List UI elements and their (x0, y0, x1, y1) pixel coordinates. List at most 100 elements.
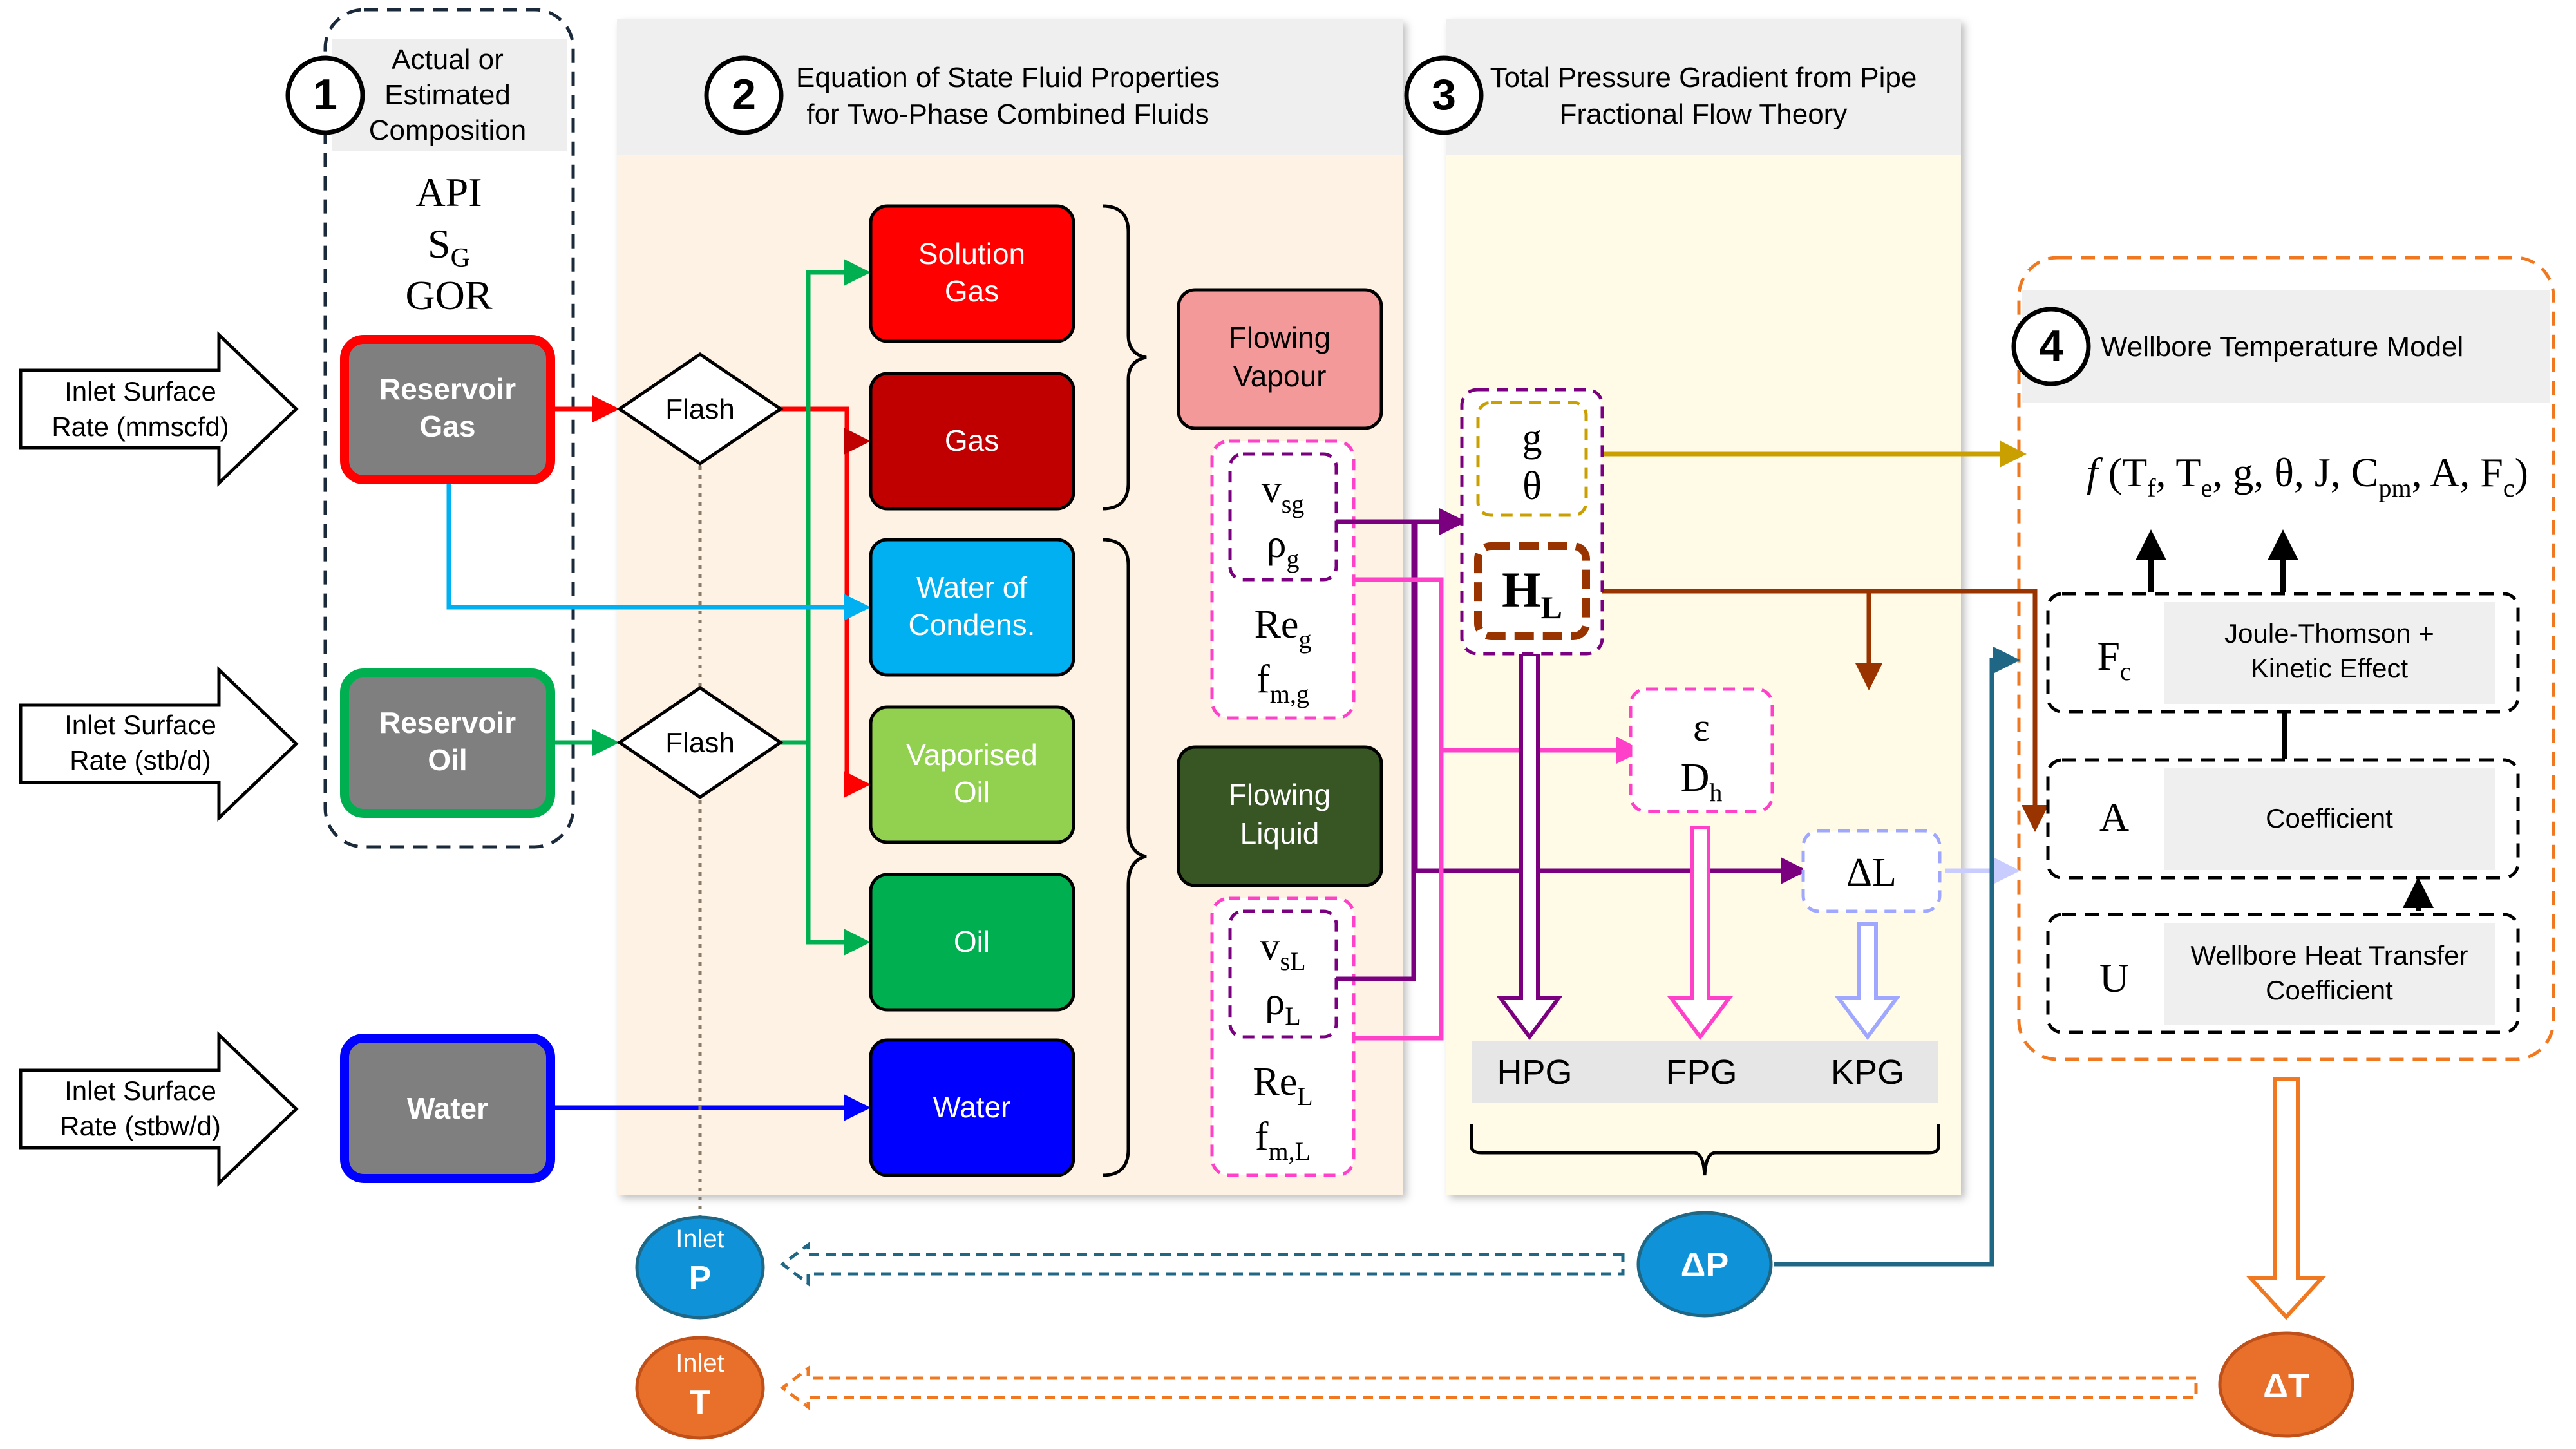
kpg-label: KPG (1831, 1053, 1904, 1092)
temperature-to-dt-arrow (2246, 1077, 2326, 1320)
hollow-arrow-hpg (1497, 652, 1562, 1040)
section3-header-line2: Fractional Flow Theory (1560, 99, 1848, 130)
reservoir-oil-line2: Oil (428, 743, 467, 777)
a-desc: Coefficient (2266, 803, 2393, 833)
inlet-oil-rate-line2: Rate (stb/d) (70, 745, 211, 775)
water-condens-line1: Water of (916, 571, 1027, 604)
liquid-properties-group: vsL ρL ReL fm,L (1210, 896, 1356, 1177)
inlet-oil-rate-line1: Inlet Surface (64, 710, 216, 740)
reservoir-oil-box: Reservoir Oil (340, 668, 555, 818)
dp-to-fc-connector (1774, 647, 2020, 1267)
flowing-vapour-line2: Vapour (1233, 359, 1327, 393)
flash-gas-label: Flash (665, 393, 735, 425)
vaporised-oil-line2: Oil (954, 775, 990, 809)
inlet-p-node[interactable]: Inlet P (635, 1215, 765, 1320)
delta-p-node[interactable]: ΔP (1636, 1211, 1773, 1318)
inlet-gas-rate-line2: Rate (mmscfd) (52, 412, 229, 442)
connectors-flash (446, 259, 871, 1249)
flash-oil-label: Flash (665, 727, 735, 759)
solution-gas-line2: Gas (945, 274, 999, 308)
inlet-water-rate-arrow: Inlet Surface Rate (stbw/d) (19, 1031, 299, 1187)
g-theta-group: g θ HL (1460, 388, 1604, 656)
rho-g-label: ρg (1267, 522, 1300, 573)
flowing-vapour-box: Flowing Vapour (1177, 288, 1383, 430)
inlet-t-node[interactable]: Inlet T (635, 1336, 765, 1440)
vaporised-oil-box: Vaporised Oil (869, 705, 1075, 844)
gas-box: Gas (869, 372, 1075, 511)
inlet-p-main: P (689, 1260, 712, 1297)
fc-label: Fc (2097, 633, 2131, 686)
u-desc-line1: Wellbore Heat Transfer (2190, 940, 2468, 971)
inlet-t-main: T (690, 1384, 710, 1421)
section1-number-badge (285, 55, 365, 135)
dp-to-inlet-p-arrow (779, 1242, 1625, 1287)
a-label: A (2099, 794, 2129, 840)
delta-l-label: ΔL (1846, 851, 1897, 895)
flash-oil-diamond: Flash (616, 685, 784, 800)
hollow-arrow-kpg (1835, 922, 1900, 1040)
fc-desc-line1: Joule-Thomson + (2224, 618, 2434, 649)
section1-header-line1: Actual or (392, 44, 504, 75)
reservoir-gas-line1: Reservoir (379, 372, 516, 406)
section2-number: 2 (732, 70, 756, 119)
water-condens-line2: Condens. (909, 608, 1036, 641)
vaporised-oil-line1: Vaporised (906, 738, 1037, 772)
water-box: Water (869, 1038, 1075, 1177)
section2-number-badge (704, 55, 784, 135)
flowing-liquid-line2: Liquid (1240, 817, 1320, 850)
fc-desc-line2: Kinetic Effect (2251, 653, 2409, 683)
oil-label: Oil (954, 925, 990, 958)
reservoir-water-box: Water (340, 1034, 555, 1183)
section4-header: 4 Wellbore Temperature Model (2011, 307, 2463, 386)
delta-t-node[interactable]: ΔT (2218, 1331, 2354, 1438)
dh-label: Dh (1681, 756, 1723, 807)
water-label: Water (933, 1090, 1011, 1124)
section1-panel (323, 8, 575, 849)
rho-l-label: ρL (1265, 980, 1300, 1030)
delta-p-label: ΔP (1681, 1245, 1729, 1284)
gas-properties-group: vsg ρg Reg fm,g (1210, 439, 1356, 720)
re-g-label: Reg (1255, 603, 1312, 654)
section3-header-line1: Total Pressure Gradient from Pipe (1490, 62, 1917, 93)
section2-header-line1: Equation of State Fluid Properties (796, 62, 1220, 93)
theta-label: θ (1522, 464, 1542, 508)
solution-gas-line1: Solution (918, 237, 1025, 270)
flowing-liquid-box: Flowing Liquid (1177, 745, 1383, 887)
section1-header: 1 Actual or Estimated Composition (285, 44, 527, 146)
fpg-label: FPG (1665, 1053, 1737, 1092)
u-box: U Wellbore Heat Transfer Coefficient (2046, 913, 2520, 1034)
solution-gas-box: Solution Gas (869, 204, 1075, 343)
sg-label: SG (428, 221, 470, 273)
a-box: A Coefficient (2046, 758, 2520, 880)
section1-header-line3: Composition (369, 115, 527, 146)
section3-number: 3 (1432, 70, 1456, 119)
composition-params: API SG GOR (405, 169, 492, 318)
section3-header: 3 Total Pressure Gradient from Pipe Frac… (1404, 55, 1917, 135)
hpg-label: HPG (1497, 1053, 1572, 1092)
oil-box: Oil (869, 873, 1075, 1012)
flash-gas-diamond: Flash (616, 352, 784, 466)
reservoir-oil-line1: Reservoir (379, 706, 516, 739)
fc-box: Fc Joule-Thomson + Kinetic Effect (2046, 592, 2520, 714)
hollow-arrow-fpg (1667, 826, 1733, 1040)
section4-panel (2017, 256, 2555, 1061)
reservoir-gas-box: Reservoir Gas (340, 335, 555, 484)
water-of-condensation-box: Water of Condens. (869, 538, 1075, 677)
connectors-section3 (1336, 440, 2049, 1041)
eps-label: ε (1693, 706, 1710, 750)
section4-number-badge (2011, 307, 2091, 386)
hl-label: HL (1502, 562, 1562, 625)
u-label: U (2099, 955, 2129, 1001)
api-label: API (415, 169, 482, 215)
section1-number: 1 (313, 70, 337, 119)
section3-number-badge (1404, 55, 1484, 135)
section2-header: 2 Equation of State Fluid Properties for… (704, 55, 1220, 135)
inlet-p-top: Inlet (676, 1225, 724, 1253)
flowing-liquid-line1: Flowing (1229, 778, 1331, 811)
inlet-gas-rate-line1: Inlet Surface (64, 376, 216, 406)
inlet-t-top: Inlet (676, 1349, 724, 1378)
gor-label: GOR (405, 272, 492, 318)
temperature-formula-text: f (Tf, Te, g, θ, J, Cpm, A, Fc) (2087, 450, 2528, 502)
pressure-gradient-bar: HPG FPG KPG (1470, 1041, 1940, 1176)
